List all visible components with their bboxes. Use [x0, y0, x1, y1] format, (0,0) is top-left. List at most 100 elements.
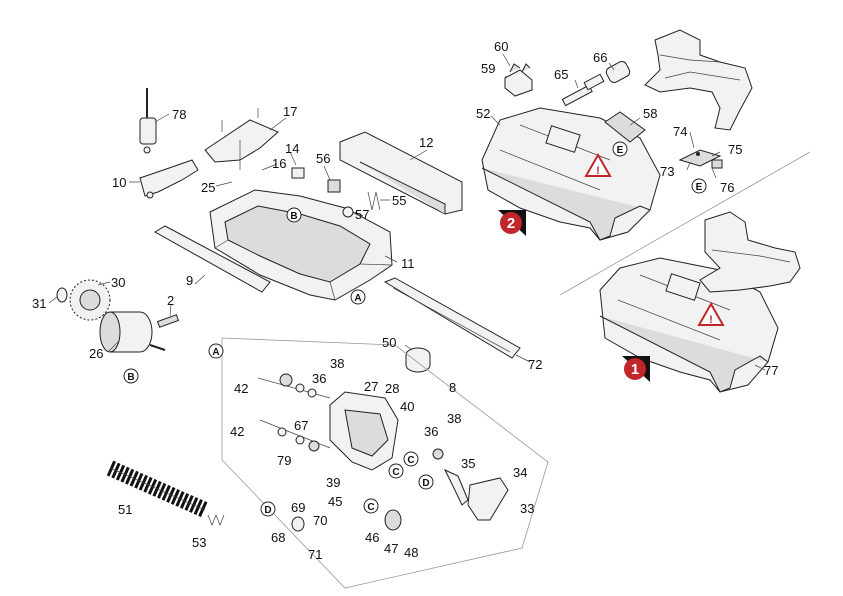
part-76-clip	[711, 159, 723, 169]
callout-72: 72	[528, 357, 542, 372]
svg-text:E: E	[696, 182, 703, 193]
callout-9: 9	[186, 273, 193, 288]
part-57-nut	[342, 206, 354, 218]
shaft-set-lower	[259, 419, 331, 452]
shaft-set-upper	[257, 373, 331, 399]
part-35-belt	[443, 468, 469, 506]
callout-31: 31	[32, 296, 46, 311]
part-30-gear	[69, 279, 111, 321]
cover-variant-2	[481, 107, 661, 241]
part-69-roller	[291, 516, 305, 532]
svg-text:B: B	[290, 211, 297, 222]
cover-variant-1	[599, 257, 779, 393]
warning-mark: !	[709, 314, 713, 326]
part-10-lever	[139, 159, 199, 199]
callout-27: 27	[364, 379, 378, 394]
marker-D-gearbox: D	[418, 474, 434, 490]
leader-lines	[48, 53, 766, 371]
callout-11: 11	[401, 256, 415, 271]
callout-26: 26	[89, 346, 103, 361]
part-36-bushing	[432, 448, 444, 460]
callout-34: 34	[513, 465, 527, 480]
svg-text:A: A	[212, 347, 219, 358]
callout-50: 50	[382, 335, 396, 350]
callout-46: 46	[365, 530, 379, 545]
callout-52: 52	[476, 106, 490, 121]
callout-12: 12	[419, 135, 433, 150]
gearbox-group-outline	[221, 337, 549, 589]
callout-67: 67	[294, 418, 308, 433]
callout-48: 48	[404, 545, 418, 560]
svg-text:D: D	[422, 478, 429, 489]
part-78-column	[139, 88, 157, 154]
callout-25: 25	[201, 180, 215, 195]
callout-38-upper: 38	[330, 356, 344, 371]
callout-65: 65	[554, 67, 568, 82]
callout-10: 10	[112, 175, 126, 190]
part-2-shaft	[156, 314, 180, 328]
marker-D-roller: D	[260, 501, 276, 517]
callout-2: 2	[167, 293, 174, 308]
callout-57: 57	[355, 207, 369, 222]
callout-74: 74	[673, 124, 687, 139]
part-72-strip	[383, 277, 521, 359]
svg-text:C: C	[367, 502, 374, 513]
warning-mark: !	[596, 165, 600, 177]
part-58-cover	[604, 111, 646, 143]
callout-33: 33	[520, 501, 534, 516]
callout-30: 30	[111, 275, 125, 290]
marker-C-lower: C	[363, 498, 379, 514]
variant-badge-2: 2	[498, 210, 526, 236]
svg-text:B: B	[127, 372, 134, 383]
part-9-rail	[154, 225, 271, 293]
warning-triangle-1: !	[697, 301, 725, 326]
part-34-cover	[467, 477, 509, 521]
svg-text:E: E	[617, 145, 624, 156]
part-65-pin	[561, 73, 605, 107]
callout-labels: 60 66 59 65 52 58 74 75 73 76 78 17 12 1…	[32, 39, 778, 562]
marker-A-chassis: A	[350, 289, 366, 305]
callout-73: 73	[660, 164, 674, 179]
callout-58: 58	[643, 106, 657, 121]
gearbox-housing	[329, 391, 399, 471]
callout-78: 78	[172, 107, 186, 122]
callout-16: 16	[272, 156, 286, 171]
variant-separator	[559, 151, 811, 296]
callout-71: 71	[308, 547, 322, 562]
marker-D-spare: D	[0, 0, 7, 3]
callout-75: 75	[728, 142, 742, 157]
callout-14: 14	[285, 141, 299, 156]
callout-42-upper: 42	[234, 381, 248, 396]
svg-text:C: C	[392, 467, 399, 478]
marker-B-motor: B	[123, 368, 139, 384]
callout-76: 76	[720, 180, 734, 195]
part-56-clip	[327, 179, 341, 193]
callout-35: 35	[461, 456, 475, 471]
svg-text:D: D	[264, 505, 271, 516]
part-51-brush-roller	[106, 460, 209, 518]
variant-2-label: 2	[507, 215, 515, 232]
marker-A-gearbox: A	[208, 343, 224, 359]
part-26-motor	[99, 311, 166, 353]
part-53-spring	[207, 514, 225, 526]
callout-38-lower: 38	[447, 411, 461, 426]
callout-36-lower: 36	[424, 424, 438, 439]
marker-C-middle: C	[388, 463, 404, 479]
marker-E-bracket: E	[691, 178, 707, 194]
lower-bracket-arm	[699, 211, 801, 293]
variant-1-label: 1	[631, 361, 639, 378]
callout-66: 66	[593, 50, 607, 65]
part-55-spring	[367, 191, 381, 211]
callout-53: 53	[192, 535, 206, 550]
callout-59: 59	[481, 61, 495, 76]
callout-40: 40	[400, 399, 414, 414]
part-59-bracket	[504, 63, 533, 97]
callout-55: 55	[392, 193, 406, 208]
callout-68: 68	[271, 530, 285, 545]
upper-bracket-arm	[644, 29, 753, 131]
callout-56: 56	[316, 151, 330, 166]
marker-B-chassis: B	[286, 207, 302, 223]
part-66-sleeve	[605, 61, 631, 83]
